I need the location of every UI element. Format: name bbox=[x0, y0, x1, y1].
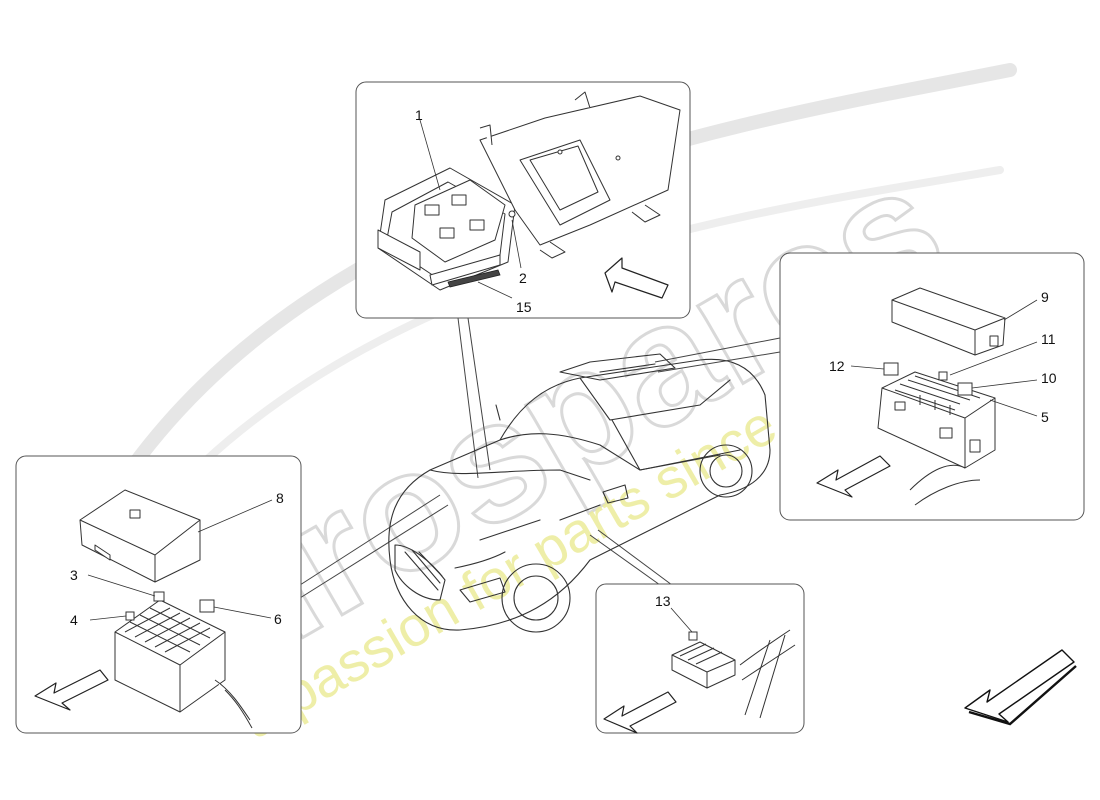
fuse-box-cover bbox=[891, 287, 1006, 356]
panel-left: 8 3 4 6 bbox=[15, 455, 302, 734]
callout-15: 15 bbox=[516, 299, 532, 315]
fuse-11-icon bbox=[938, 371, 948, 381]
direction-arrow-icon bbox=[34, 669, 109, 711]
fuse-box bbox=[877, 371, 996, 506]
mounting-bracket bbox=[479, 91, 681, 259]
callout-6: 6 bbox=[274, 611, 282, 627]
callout-10: 10 bbox=[1041, 370, 1057, 386]
fuse-box bbox=[114, 599, 253, 729]
direction-arrow-icon bbox=[604, 257, 669, 299]
fuse-box-cover bbox=[79, 489, 201, 583]
callout-12: 12 bbox=[829, 358, 845, 374]
direction-arrow-icon bbox=[964, 649, 1077, 726]
panel-right: 9 11 12 10 5 bbox=[779, 252, 1085, 521]
fuse-3-icon bbox=[153, 591, 165, 602]
callout-1: 1 bbox=[415, 107, 423, 123]
direction-arrow-icon bbox=[816, 455, 891, 498]
callout-5: 5 bbox=[1041, 409, 1049, 425]
callout-4: 4 bbox=[70, 612, 78, 628]
fuse-4-icon bbox=[125, 611, 135, 621]
car-outline bbox=[388, 353, 771, 633]
relay-12-icon bbox=[883, 362, 899, 376]
screw-icon bbox=[508, 210, 516, 218]
callout-11: 11 bbox=[1041, 331, 1056, 347]
connector-block bbox=[671, 629, 796, 719]
panel-top-center: 1 2 15 bbox=[355, 81, 691, 319]
callout-2: 2 bbox=[519, 270, 527, 286]
control-module-bracket bbox=[377, 167, 516, 291]
panel-bottom-center: 13 bbox=[595, 583, 805, 734]
relay-6-icon bbox=[199, 599, 215, 613]
panel-leader-lines bbox=[299, 317, 781, 599]
fuse-13-icon bbox=[688, 631, 698, 641]
direction-arrow-icon bbox=[603, 691, 677, 734]
callout-9: 9 bbox=[1041, 289, 1049, 305]
callout-8: 8 bbox=[276, 490, 284, 506]
callout-3: 3 bbox=[70, 567, 78, 583]
strip-part-icon bbox=[447, 269, 501, 288]
callout-13: 13 bbox=[655, 593, 671, 609]
relay-10-icon bbox=[957, 382, 973, 396]
